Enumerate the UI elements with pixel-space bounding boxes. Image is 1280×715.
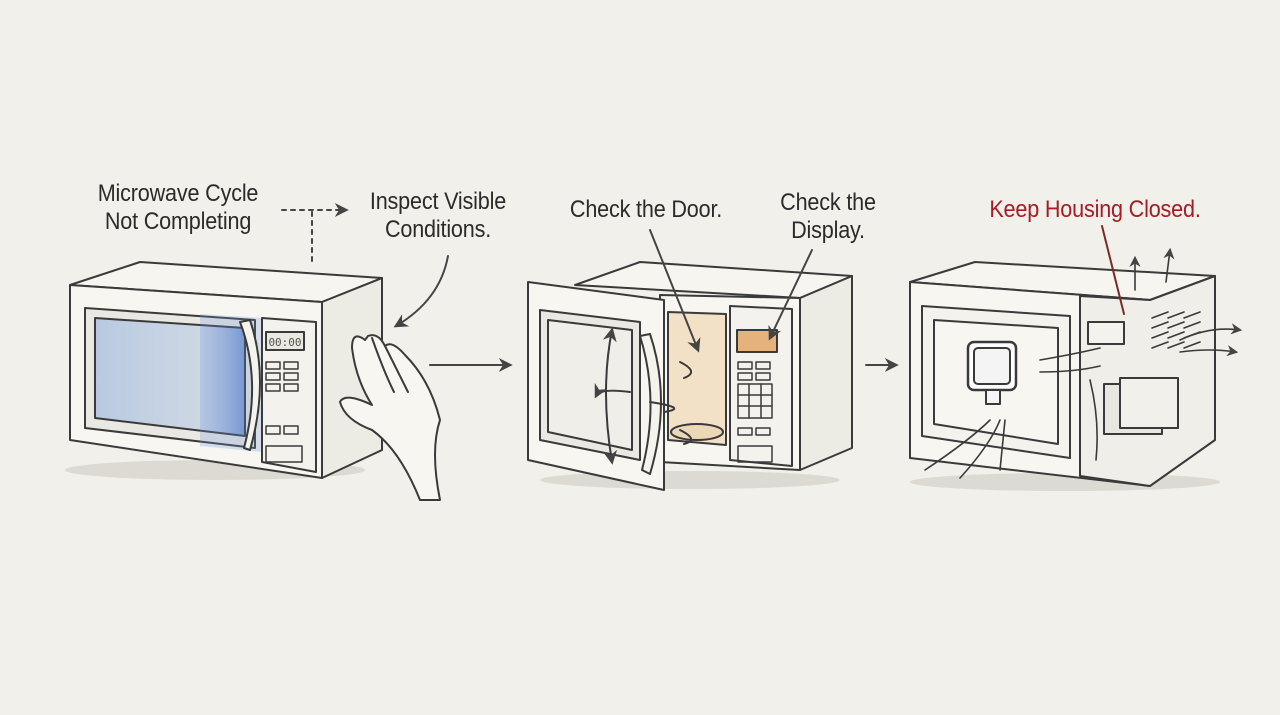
door-label: Check the Door. — [558, 196, 734, 224]
hand-icon — [339, 334, 441, 501]
keypad-2 — [737, 361, 773, 463]
keypad-1 — [265, 361, 303, 463]
flow-arrow-icon — [281, 203, 1125, 372]
inspect-label-line2: Conditions. — [384, 216, 492, 243]
display-label-line2: Display. — [791, 217, 865, 244]
door-label-text: Check the Door. — [569, 196, 723, 223]
housing-warning-label: Keep Housing Closed. — [979, 196, 1211, 224]
display-label: Check the Display. — [770, 189, 885, 245]
display-label-line1: Check the — [780, 189, 876, 216]
door-swing-arrows — [594, 327, 692, 465]
display-readout: 00:00 — [268, 336, 301, 349]
airflow-lines — [924, 247, 1243, 479]
display-panel-2 — [736, 329, 778, 353]
display-panel-1 — [265, 331, 305, 351]
symptom-label-line1: Microwave Cycle — [97, 180, 259, 207]
symptom-label: Microwave Cycle Not Completing — [92, 180, 265, 236]
inspect-label: Inspect Visible Conditions. — [361, 188, 516, 244]
symptom-label-line2: Not Completing — [104, 208, 252, 235]
housing-warning-text: Keep Housing Closed. — [989, 196, 1201, 223]
microwave-open-door-icon — [527, 261, 853, 491]
microwave-airflow-icon — [909, 261, 1220, 491]
microwave-closed-icon — [65, 261, 383, 480]
inspect-label-line1: Inspect Visible — [369, 188, 507, 215]
